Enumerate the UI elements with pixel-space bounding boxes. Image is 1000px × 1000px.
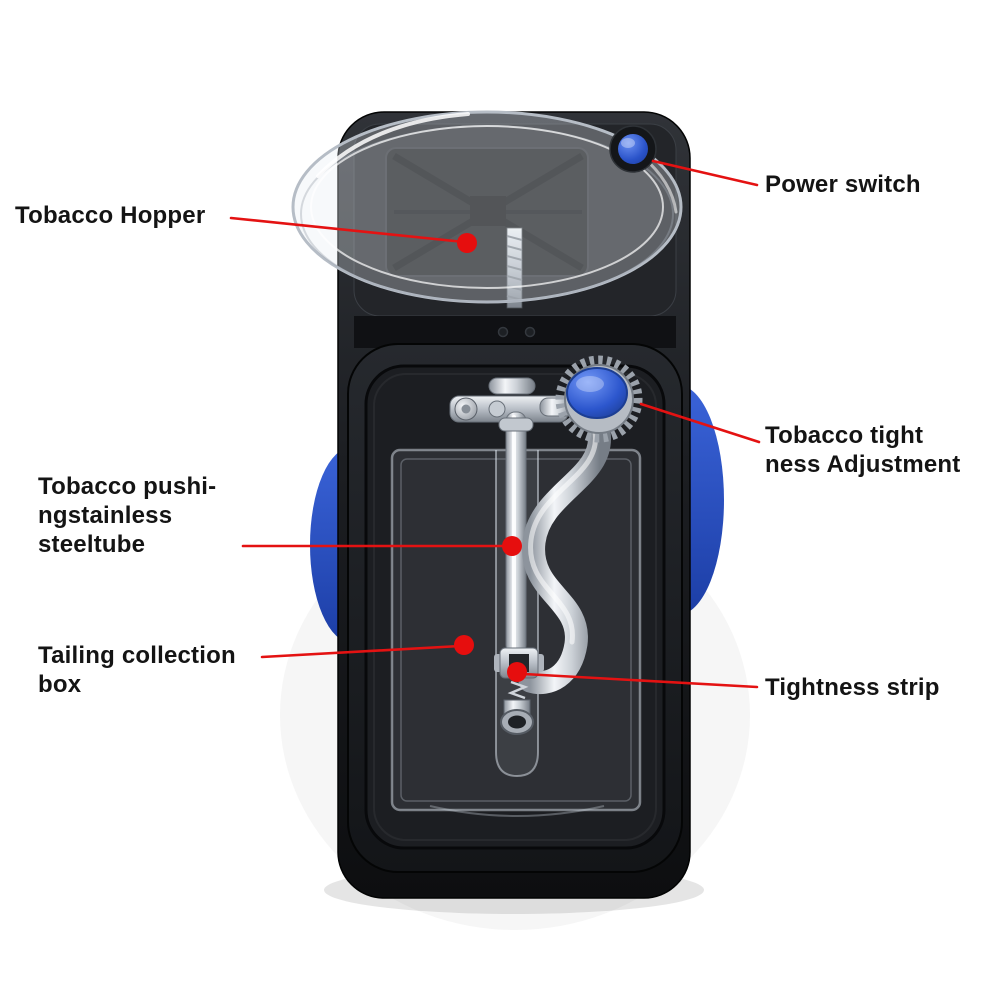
leader-line-tailing-box	[260, 644, 462, 659]
hopper-opening	[385, 147, 589, 277]
label-line: box	[38, 671, 82, 698]
label-tailing-box: Tailing collection box	[38, 641, 236, 699]
neck-band	[354, 316, 676, 348]
crank-highlight	[528, 429, 598, 645]
bolt-head	[488, 400, 506, 418]
screw-thread	[506, 235, 523, 241]
screw-head	[497, 326, 509, 338]
label-tobacco-hopper: Tobacco Hopper	[15, 201, 205, 230]
leader-line-tightness-strip	[522, 672, 759, 689]
screw-thread	[506, 245, 523, 251]
pushing-tube-rod	[498, 411, 534, 655]
label-tightness-strip: Tightness strip	[765, 673, 940, 702]
label-tightness-adjustment: Tobacco tight ness Adjustment	[765, 421, 960, 479]
label-line: steeltube	[38, 531, 146, 558]
label-line: Tightness strip	[765, 674, 940, 701]
power-button	[609, 125, 657, 173]
mechanism	[449, 355, 643, 735]
label-pushing-tube: Tobacco pushi- ngstainless steeltube	[38, 472, 216, 559]
pointer-dot-tobacco-hopper	[457, 233, 477, 253]
bowl-highlight	[316, 112, 470, 178]
knob-teeth	[555, 355, 643, 443]
rod-collar	[498, 417, 534, 432]
label-line: Tailing collection	[38, 642, 236, 669]
leader-line-power-switch	[651, 159, 759, 187]
recess-rim-highlight	[373, 373, 657, 841]
annotation-overlay	[229, 159, 761, 689]
pointer-dot-tightness-strip	[507, 662, 527, 682]
rod-highlight	[512, 415, 516, 651]
label-line: Tobacco Hopper	[15, 202, 206, 229]
clamp-spring	[507, 680, 529, 700]
adjustment-knob	[555, 355, 643, 443]
screw-thread	[506, 275, 523, 281]
knob-highlight	[576, 376, 604, 392]
leader-line-tobacco-hopper	[229, 216, 466, 244]
pointer-dot-tailing-box	[454, 635, 474, 655]
label-line: ness Adjustment	[765, 451, 961, 478]
label-line: Tobacco tight	[765, 422, 924, 449]
label-line: Tobacco pushi-	[38, 473, 217, 500]
bowl-rim	[291, 110, 683, 304]
hopper-bowl	[291, 110, 683, 304]
output-tube	[500, 699, 534, 735]
bracket-arm	[488, 377, 536, 395]
power-button-highlight	[621, 138, 635, 148]
tube-bore	[508, 715, 526, 729]
label-line: Power switch	[765, 171, 921, 198]
neck-surface	[354, 316, 676, 348]
pointer-dot-pushing-tube	[502, 536, 522, 556]
power-button-cap	[618, 134, 648, 164]
bolt-center	[461, 404, 471, 414]
label-power-switch: Power switch	[765, 170, 921, 199]
crank-arm	[518, 420, 611, 694]
screw-thread	[506, 255, 523, 261]
funnel-throat	[470, 196, 506, 226]
leader-line-tightness-adjustment	[639, 402, 761, 444]
knob-blue-cap	[566, 367, 628, 419]
box-bottom-edge	[429, 805, 605, 817]
screw-thread	[506, 265, 523, 271]
screw-head	[524, 326, 536, 338]
bowl-inner-rim	[310, 125, 664, 289]
label-line: ngstainless	[38, 502, 173, 529]
